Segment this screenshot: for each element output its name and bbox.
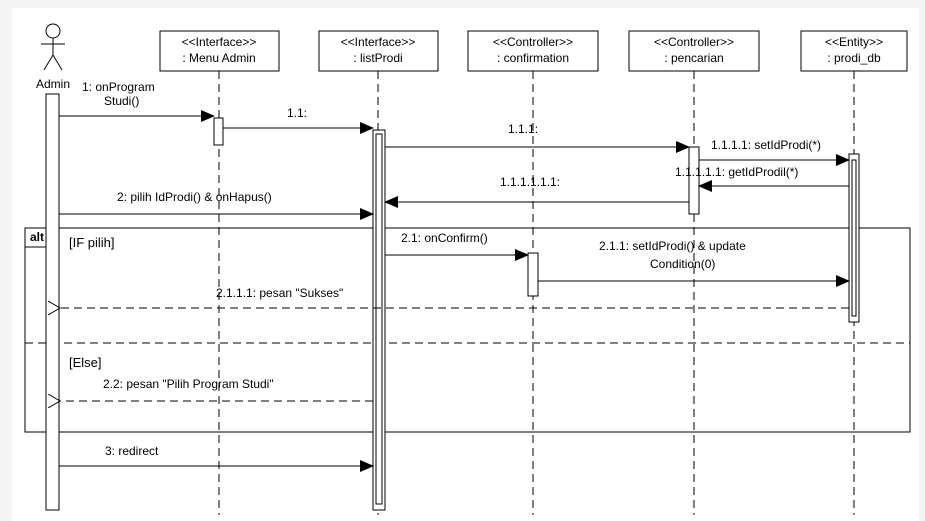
activation-prodi-db-inner [851, 159, 857, 317]
message-labels: 1: onProgram Studi() 1.1: 1.1.1: 1.1.1.1… [82, 80, 821, 458]
message-1-1-1-1-1-label: 1.1.1.1.1: getIdProdil(*) [675, 165, 798, 179]
lifeline-prodi-db: <<Entity>> : prodi_db [800, 30, 908, 72]
lifeline-name: : confirmation [497, 51, 569, 65]
message-2-label: 2: pilih IdProdi() & onHapus() [117, 190, 272, 204]
actor-name: Admin [36, 77, 70, 91]
actor-admin: Admin [36, 23, 70, 91]
actor-head [45, 23, 61, 39]
lifeline-confirmation: <<Controller>> : confirmation [467, 30, 599, 72]
message-2-2-label: 2.2: pesan "Pilih Program Studi" [103, 377, 274, 391]
activation-pencarian [688, 146, 700, 215]
message-return-label: 1.1.1.1.1.1: [500, 175, 560, 189]
activation-menu-admin [213, 117, 224, 146]
message-2-1-1-1-label: 2.1.1.1: pesan "Sukses" [216, 286, 343, 300]
activation-list-prodi-inner [375, 133, 383, 505]
lifeline-stereotype: <<Entity>> [825, 35, 883, 49]
activation-admin [45, 93, 60, 511]
alt-fragment-frame [24, 227, 911, 433]
guard-if: [IF pilih] [69, 235, 115, 250]
actor-leg-left [43, 54, 54, 71]
message-1-1-label: 1.1: [287, 106, 307, 120]
message-3-label: 3: redirect [105, 444, 159, 458]
lifeline-stereotype: <<Controller>> [493, 35, 573, 49]
lifeline-name: : pencarian [664, 51, 723, 65]
lifeline-list-prodi: <<Interface>> : listProdi [318, 30, 439, 72]
message-1-1-1-1-label: 1.1.1.1: setIdProdi(*) [711, 138, 821, 152]
lifeline-name: : prodi_db [827, 51, 881, 65]
lifeline-head-box [159, 30, 280, 72]
message-1-label-line1: 1: onProgram [82, 80, 155, 94]
activation-confirmation [527, 252, 539, 297]
diagram-background [12, 8, 919, 521]
message-2-1-label: 2.1: onConfirm() [401, 231, 488, 245]
lifeline-pencarian: <<Controller>> : pencarian [628, 30, 760, 72]
lifeline-stereotype: <<Controller>> [654, 35, 734, 49]
alt-operator-label: alt [30, 230, 44, 244]
message-2-1-1-label-line1: 2.1.1: setIdProdi() & update [599, 239, 746, 253]
message-1-1-1-label: 1.1.1: [508, 122, 538, 136]
actor-leg-right [52, 54, 63, 71]
lifeline-head-box [800, 30, 908, 72]
message-1-label-line2: Studi() [104, 94, 139, 108]
lifeline-name: : listProdi [353, 51, 402, 65]
lifeline-menu-admin: <<Interface>> : Menu Admin [159, 30, 280, 72]
lifeline-stereotype: <<Interface>> [341, 35, 416, 49]
guard-else: [Else] [69, 355, 102, 370]
lifeline-name: : Menu Admin [182, 51, 255, 65]
lifeline-stereotype: <<Interface>> [182, 35, 257, 49]
messages [59, 110, 850, 472]
message-2-1-1-label-line2: Condition(0) [650, 257, 715, 271]
